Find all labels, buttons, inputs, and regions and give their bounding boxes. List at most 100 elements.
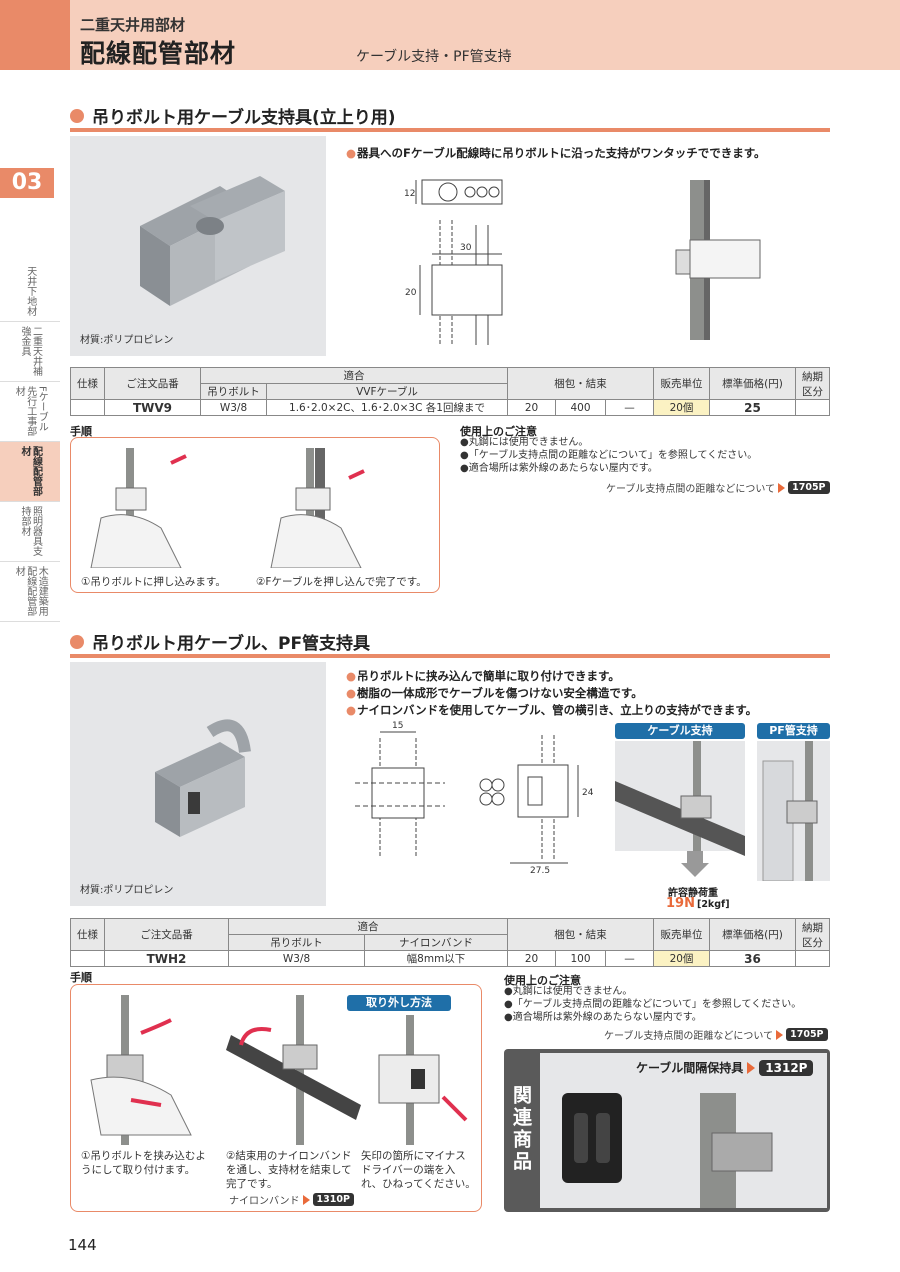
th-unit: 販売単位 (653, 918, 710, 951)
th-bolt: 吊りボルト (200, 383, 267, 400)
section1-install-drawing (675, 180, 761, 340)
twv9-product-icon (140, 176, 285, 306)
th-spec: 仕様 (70, 918, 105, 951)
td-bolt: W3/8 (228, 950, 365, 967)
section1-product-photo: 材質:ポリプロピレン (70, 136, 326, 356)
th-band: ナイロンバンド (364, 934, 508, 951)
section1-procedure-illustration (90, 448, 365, 569)
th-spec: 仕様 (70, 367, 105, 400)
td-spec (70, 950, 105, 967)
th-bolt: 吊りボルト (228, 934, 365, 951)
section2-front-dimension-drawing: 24 27.5 (479, 735, 594, 875)
pf-support-pill: PF管支持 (757, 723, 830, 739)
page-number: 144 (68, 1236, 97, 1254)
td-spec (70, 399, 105, 416)
sidenav-label: 二重天井補強金具 (19, 326, 42, 376)
sidenav-item-f-cable[interactable]: Fケーブル先行工事部材 (0, 382, 60, 442)
header-accent-block (0, 0, 70, 70)
th-price: 標準価格(円) (709, 367, 796, 400)
load-value-group: 19N [2kgf] (666, 896, 730, 911)
side-nav: 天井下地材 二重天井補強金具 Fケーブル先行工事部材 配線配管部材 照明器具支持… (0, 262, 60, 622)
page-header: 二重天井用部材 配線配管部材 ケーブル支持・PF管支持 (0, 0, 900, 70)
td-pack1: 20 (507, 950, 556, 967)
table-row: TWV9 W3/8 1.6･2.0×2C、1.6･2.0×3C 各1回線まで 2… (70, 399, 830, 416)
section1-rule (70, 128, 830, 132)
nylon-band-reference-link[interactable]: ナイロンバンド 1310P (229, 1192, 354, 1207)
related-product-link[interactable]: ケーブル間隔保持具 1312P (636, 1059, 814, 1076)
sidenav-item-wooden[interactable]: 木造建築用配線配管部材 (0, 562, 60, 622)
th-lead: 納期区分 (795, 367, 830, 400)
header-right-title: ケーブル支持・PF管支持 (356, 49, 512, 65)
section1-title-text: 吊りボルト用ケーブル支持具(立上り用) (92, 108, 396, 128)
dim-label: 12 (404, 189, 415, 199)
section2-spec-table: 仕様 ご注文品番 適合 梱包・結束 販売単位 標準価格(円) 納期区分 吊りボル… (70, 918, 830, 967)
td-unit: 20個 (653, 950, 710, 967)
arrow-right-icon (776, 1029, 784, 1040)
section1-bullets: 器具へのFケーブル配線時に吊りボルトに沿った支持がワンタッチでできます。 (346, 145, 766, 162)
section2-material: 材質:ポリプロピレン (80, 885, 174, 896)
chapter-number[interactable]: 03 (0, 168, 54, 198)
sidenav-label: 木造建築用配線配管部材 (13, 566, 48, 616)
reference-text: ナイロンバンド (229, 1196, 300, 1207)
section1-step-2: ②Fケーブルを押し込んで完了です。 (256, 576, 427, 588)
td-price: 36 (709, 950, 796, 967)
section2-procedure-illustration (90, 995, 468, 1145)
sidenav-item-reinforcement[interactable]: 二重天井補強金具 (0, 322, 60, 382)
section2-bullet: 吊りボルトに挟み込んで簡単に取り付けできます。 (346, 668, 757, 685)
section1-dimension-drawing: 12 30 20 (404, 179, 503, 345)
sidenav-item-ceiling-frame[interactable]: 天井下地材 (0, 262, 60, 322)
section2-reference-link[interactable]: ケーブル支持点間の距離などについて 1705P (604, 1027, 828, 1042)
th-fit: 適合 (228, 918, 508, 935)
dim-label: 30 (460, 243, 472, 253)
sidenav-item-wiring[interactable]: 配線配管部材 (0, 442, 60, 502)
section2-step-3: 矢印の箇所にマイナスドライバーの端を入れ、ひねってください。 (361, 1150, 476, 1190)
td-cable: 1.6･2.0×2C、1.6･2.0×3C 各1回線まで (266, 399, 508, 416)
header-subtitle: 二重天井用部材 (80, 16, 186, 34)
section2-title: 吊りボルト用ケーブル、PF管支持具 (70, 629, 370, 654)
section1-procedure-label: 手順 (70, 425, 92, 438)
reference-page-tag: 1310P (312, 1193, 354, 1206)
td-band: 幅8mm以下 (364, 950, 508, 967)
section2-product-photo: 材質:ポリプロピレン (70, 662, 326, 906)
section1-reference-link[interactable]: ケーブル支持点間の距離などについて 1705P (606, 480, 830, 495)
dim-label: 20 (405, 288, 417, 298)
td-pack2: 100 (555, 950, 606, 967)
section1-step-1: ①吊りボルトに押し込みます。 (81, 576, 226, 588)
th-cable: VVFケーブル (266, 383, 508, 400)
th-lead: 納期区分 (795, 918, 830, 951)
td-unit: 20個 (653, 399, 710, 416)
section2-title-text: 吊りボルト用ケーブル、PF管支持具 (92, 634, 371, 654)
load-value: 19N (666, 896, 695, 911)
bullet-dot-icon (70, 108, 84, 123)
arrow-right-icon (302, 1194, 310, 1205)
section1-caution-title: 使用上のご注意 (460, 425, 537, 438)
sidenav-label: Fケーブル先行工事部材 (13, 386, 48, 436)
sidenav-item-lighting[interactable]: 照明器具支持部材 (0, 502, 60, 562)
related-product-photo (540, 1053, 827, 1208)
removal-method-pill: 取り外し方法 (347, 995, 451, 1011)
td-price: 25 (709, 399, 796, 416)
section2-procedure-box: 取り外し方法 ①吊りボルトを挟み込むようにして取り付けます。 ②結束用のナイロン… (70, 984, 482, 1212)
load-unit: [2kgf] (696, 899, 730, 910)
td-bolt: W3/8 (200, 399, 267, 416)
cable-support-pill: ケーブル支持 (615, 723, 745, 739)
th-pack: 梱包・結束 (507, 367, 654, 400)
th-pack: 梱包・結束 (507, 918, 654, 951)
caution-item: ●丸鋼には使用できません。 (460, 437, 589, 448)
th-code: ご注文品番 (104, 918, 229, 951)
section2-step-1: ①吊りボルトを挟み込むようにして取り付けます。 (81, 1150, 206, 1176)
td-lead (795, 950, 830, 967)
dim-label: 27.5 (530, 866, 550, 875)
dim-label: 24 (582, 788, 594, 798)
cable-spacer-product-icon (562, 1093, 773, 1208)
bullet-dot-icon (70, 634, 84, 649)
caution-item: ●適合場所は紫外線のあたらない屋内です。 (504, 1012, 702, 1023)
section2-support-illustrations (615, 741, 830, 881)
td-pack3: — (605, 399, 654, 416)
section2-bullet: 樹脂の一体成形でケーブルを傷つけない安全構造です。 (346, 685, 757, 702)
section1-title: 吊りボルト用ケーブル支持具(立上り用) (70, 103, 396, 128)
sidenav-label: 照明器具支持部材 (19, 506, 42, 556)
caution-item: ●「ケーブル支持点間の距離などについて」を参照してください。 (504, 999, 802, 1010)
th-code: ご注文品番 (104, 367, 201, 400)
sidenav-label: 配線配管部材 (19, 446, 42, 496)
